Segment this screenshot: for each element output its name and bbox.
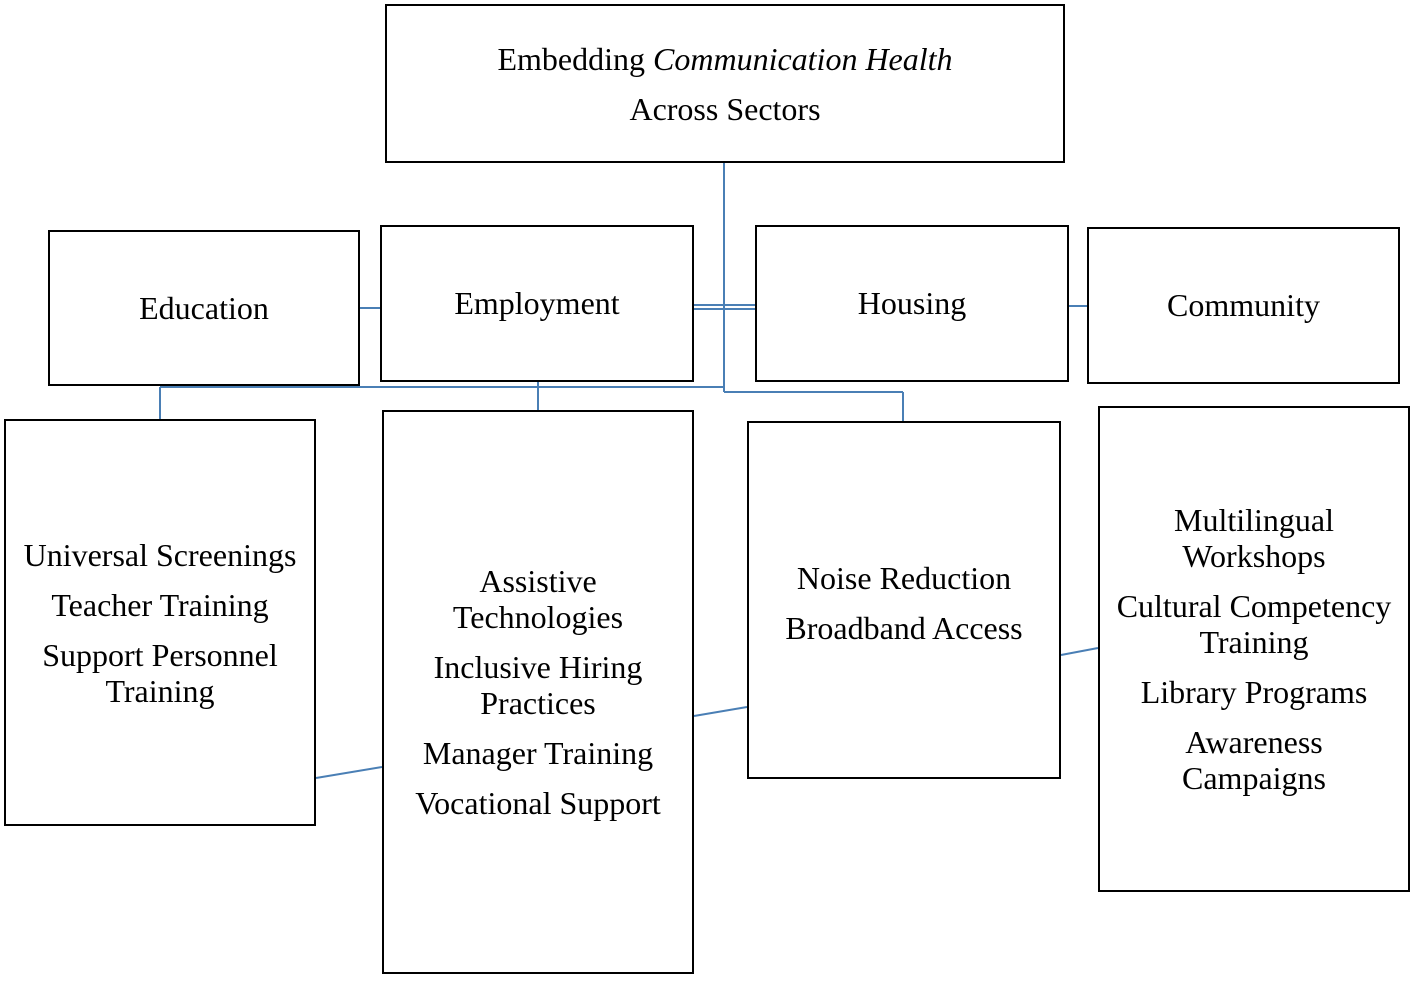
sector-label-employment: Employment <box>454 285 620 321</box>
detail-node-education: Universal Screenings Teacher Training Su… <box>4 419 316 826</box>
root-node: Embedding Communication Health Across Se… <box>385 4 1065 163</box>
detail-item: Library Programs <box>1140 674 1368 710</box>
detail-item: Universal Screenings <box>23 536 297 573</box>
root-title-line2: Across Sectors <box>629 90 821 127</box>
detail-node-community: Multilingual Workshops Cultural Competen… <box>1098 406 1410 892</box>
detail-item: Inclusive Hiring Practices <box>433 649 643 721</box>
root-title-line1: Embedding Communication Health <box>497 34 952 84</box>
detail-item: Multilingual Workshops <box>1174 502 1334 574</box>
detail-item: Awareness Campaigns <box>1182 724 1326 796</box>
detail-item: Manager Training <box>422 735 654 771</box>
detail-item: Cultural Competency Training <box>1116 588 1392 660</box>
detail-node-employment: Assistive Technologies Inclusive Hiring … <box>382 410 694 974</box>
detail-item: Assistive Technologies <box>452 563 624 635</box>
sector-label-housing: Housing <box>857 285 967 321</box>
root-title-prefix: Embedding <box>497 40 645 77</box>
root-title-emphasis: Communication Health <box>653 40 953 77</box>
sector-node-employment: Employment <box>380 225 694 382</box>
sector-node-education: Education <box>48 230 360 386</box>
detail-item: Broadband Access <box>785 610 1023 646</box>
detail-item: Noise Reduction <box>796 560 1012 596</box>
detail-item: Support Personnel Training <box>42 636 278 709</box>
sector-label-education: Education <box>139 289 269 326</box>
detail-node-housing: Noise Reduction Broadband Access <box>747 421 1061 779</box>
detail-item: Teacher Training <box>51 586 269 623</box>
connector-detail-employment-housing <box>693 706 748 717</box>
sector-node-housing: Housing <box>755 225 1069 382</box>
sector-node-community: Community <box>1087 227 1400 384</box>
connector-detail-housing-community <box>1060 647 1099 656</box>
detail-item: Vocational Support <box>415 785 661 821</box>
connector-detail-education-employment <box>315 766 383 779</box>
sector-label-community: Community <box>1167 287 1320 323</box>
